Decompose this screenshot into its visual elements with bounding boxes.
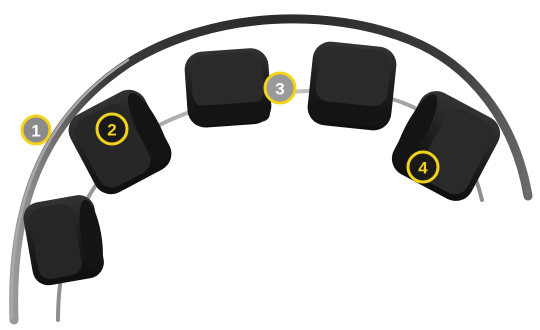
callout-4: 4 (408, 152, 438, 182)
callout-1-label: 1 (31, 122, 40, 141)
pod-bottom-left (21, 192, 108, 288)
callout-4-label: 4 (418, 159, 428, 178)
pod-top-left (183, 47, 272, 129)
callout-3-label: 3 (275, 80, 284, 99)
callout-2: 2 (97, 114, 127, 144)
callout-2-label: 2 (107, 121, 116, 140)
callout-1: 1 (22, 116, 50, 144)
pod-top-right (306, 40, 398, 132)
callout-3: 3 (265, 73, 295, 103)
